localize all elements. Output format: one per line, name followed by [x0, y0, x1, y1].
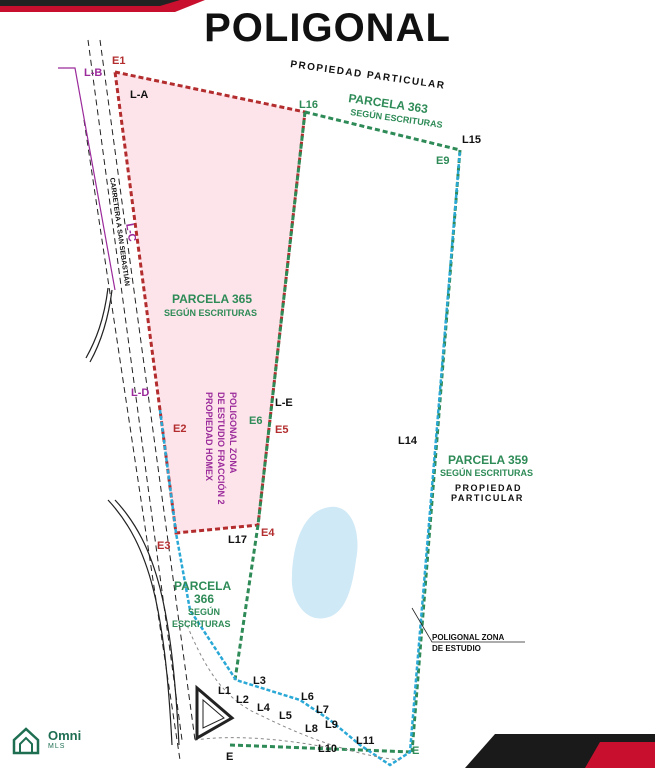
line-l17: L17: [228, 534, 247, 546]
line-l10: L10: [318, 743, 337, 755]
point-e1: E1: [112, 55, 125, 67]
point-e9: E9: [436, 155, 449, 167]
line-l8: L8: [305, 723, 318, 735]
study-zone-label-1: POLIGONAL ZONA: [432, 633, 505, 642]
svg-text:PROPIEDAD HOMEX: PROPIEDAD HOMEX: [204, 392, 214, 481]
line-l1: L1: [218, 685, 231, 697]
homex-zone-label: POLIGONAL ZONA DE ESTUDIO FRACCIÓN 2 PRO…: [204, 392, 238, 505]
study-zone-label-2: DE ESTUDIO: [432, 644, 481, 653]
propiedad-particular-top: PROPIEDAD PARTICULAR: [290, 59, 446, 92]
line-ld: L-D: [131, 387, 149, 399]
homex-zone-boundary: [113, 70, 307, 535]
triangle-marker: [195, 684, 235, 741]
line-l5: L5: [279, 710, 292, 722]
line-le: L-E: [275, 397, 293, 409]
parcela-366-line4: ESCRITURAS: [172, 619, 231, 629]
parcela-359-label: PARCELA 359: [448, 453, 528, 467]
propiedad-right-1: PROPIEDAD: [455, 483, 522, 493]
triangle-marker-inner: [202, 698, 225, 729]
page-title: POLIGONAL: [204, 6, 451, 50]
parcela-366-line2: 366: [194, 592, 214, 606]
propiedad-right-2: PARTICULAR: [451, 493, 524, 503]
svg-text:DE ESTUDIO FRACCIÓN 2: DE ESTUDIO FRACCIÓN 2: [216, 392, 227, 505]
line-la: L-A: [130, 89, 148, 101]
point-e-bottom-right: E: [412, 745, 419, 757]
line-l14: L14: [398, 435, 418, 447]
line-l9: L9: [325, 719, 338, 731]
road-curves: [85, 287, 180, 746]
omni-logo: Omni MLS: [10, 722, 100, 762]
water-body: [291, 506, 358, 619]
line-l16: L16: [299, 99, 318, 111]
purple-bracket: [58, 67, 116, 291]
logo-name: Omni: [48, 728, 82, 743]
point-e5: E5: [275, 424, 288, 436]
road-lines: [83, 39, 196, 761]
study-zone-boundary: [158, 149, 462, 767]
logo-sub: MLS: [48, 743, 66, 750]
point-e2: E2: [173, 423, 186, 435]
parcela-366-line1: PARCELA: [174, 579, 231, 593]
line-l11: L11: [356, 735, 374, 747]
parcela-359-sub: SEGÚN ESCRITURAS: [440, 467, 533, 478]
point-e6: E6: [249, 415, 262, 427]
point-e3: E3: [157, 540, 170, 552]
parcela-366-line3: SEGÚN: [188, 606, 220, 617]
point-e-bottom-left: E: [226, 751, 233, 763]
line-l4: L4: [257, 702, 271, 714]
line-l2: L2: [236, 694, 249, 706]
bottom-right-accent-red: [585, 742, 655, 768]
line-l7: L7: [316, 704, 329, 716]
line-l15: L15: [462, 134, 481, 146]
study-pointer: [411, 607, 525, 643]
top-left-accent-dark: [0, 0, 180, 6]
line-lc: L-C: [123, 222, 138, 242]
line-l3: L3: [253, 675, 266, 687]
trail-lines: [184, 619, 401, 761]
parcela-365-label: PARCELA 365: [172, 292, 252, 306]
point-e4: E4: [261, 527, 275, 539]
house-icon: [12, 727, 40, 755]
parcela-365-sub: SEGÚN ESCRITURAS: [164, 307, 257, 318]
svg-text:POLIGONAL ZONA: POLIGONAL ZONA: [228, 392, 238, 474]
line-lb: L-B: [84, 67, 102, 79]
line-l6: L6: [301, 691, 314, 703]
